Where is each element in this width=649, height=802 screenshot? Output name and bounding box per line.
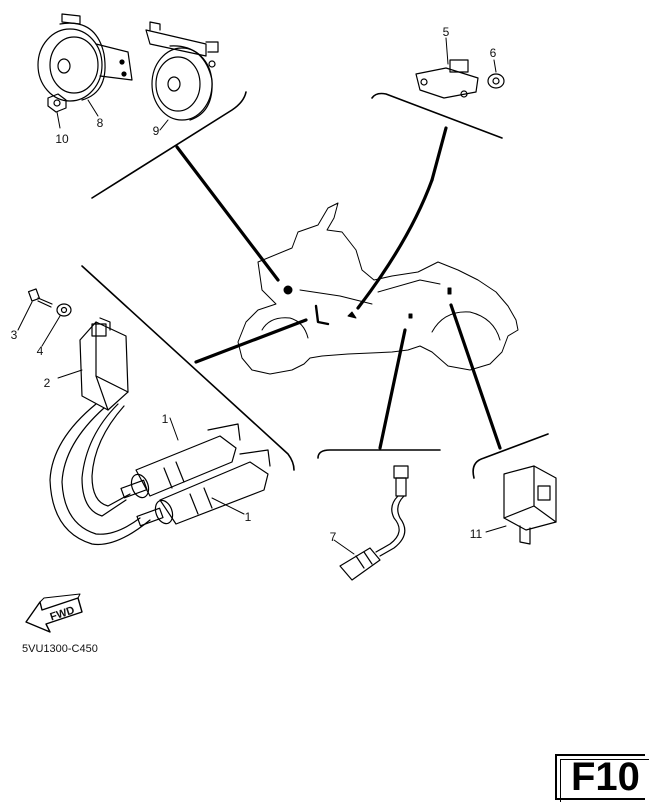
plug-cap-part-1-lower	[154, 449, 271, 525]
callout-7: 7	[330, 530, 337, 544]
washer-part-6	[487, 59, 505, 89]
callout-8: 8	[97, 116, 104, 130]
bolt-part-3	[17, 288, 53, 331]
callout-4: 4	[37, 344, 44, 358]
fwd-label: FWD	[49, 604, 77, 623]
callout-1-upper: 1	[162, 412, 169, 426]
parts-diagram-page: 1 1 2 3 4 5 6 7 8 9 10 11 FWD 5VU1300-C4…	[10, 13, 649, 802]
callout-6: 6	[490, 46, 497, 60]
scooter-outline	[237, 202, 519, 375]
callout-5: 5	[443, 25, 450, 39]
callout-9: 9	[153, 124, 160, 138]
zone-frames	[81, 91, 549, 479]
leader-lines	[175, 126, 502, 450]
sensor-part-7	[333, 465, 409, 581]
callout-2: 2	[44, 376, 51, 390]
electrical-parts-diagram: 1 1 2 3 4 5 6 7 8 9 10 11 FWD 5VU1300-C4…	[11, 13, 557, 655]
ignition-coil-part-2	[57, 317, 129, 411]
callout-10: 10	[55, 132, 69, 146]
horn-part-9	[145, 21, 219, 131]
ht-leads	[49, 403, 164, 546]
plug-cap-part-1-upper	[130, 417, 241, 499]
callout-3: 3	[11, 328, 18, 342]
relay-part-11	[485, 465, 557, 545]
callout-1-lower: 1	[245, 510, 252, 524]
washer-part-4	[41, 303, 72, 347]
page-badge: F10	[555, 754, 649, 802]
callout-labels: 1 1 2 3 4 5 6 7 8 9 10 11 FWD 5VU1300-C4…	[11, 25, 497, 655]
sensor-part-5	[415, 37, 479, 99]
fwd-arrow-icon	[25, 593, 83, 633]
nut-part-10	[47, 93, 67, 129]
callout-11: 11	[470, 527, 483, 541]
horn-part-8	[37, 13, 133, 117]
drawing-code: 5VU1300-C450	[22, 643, 98, 655]
